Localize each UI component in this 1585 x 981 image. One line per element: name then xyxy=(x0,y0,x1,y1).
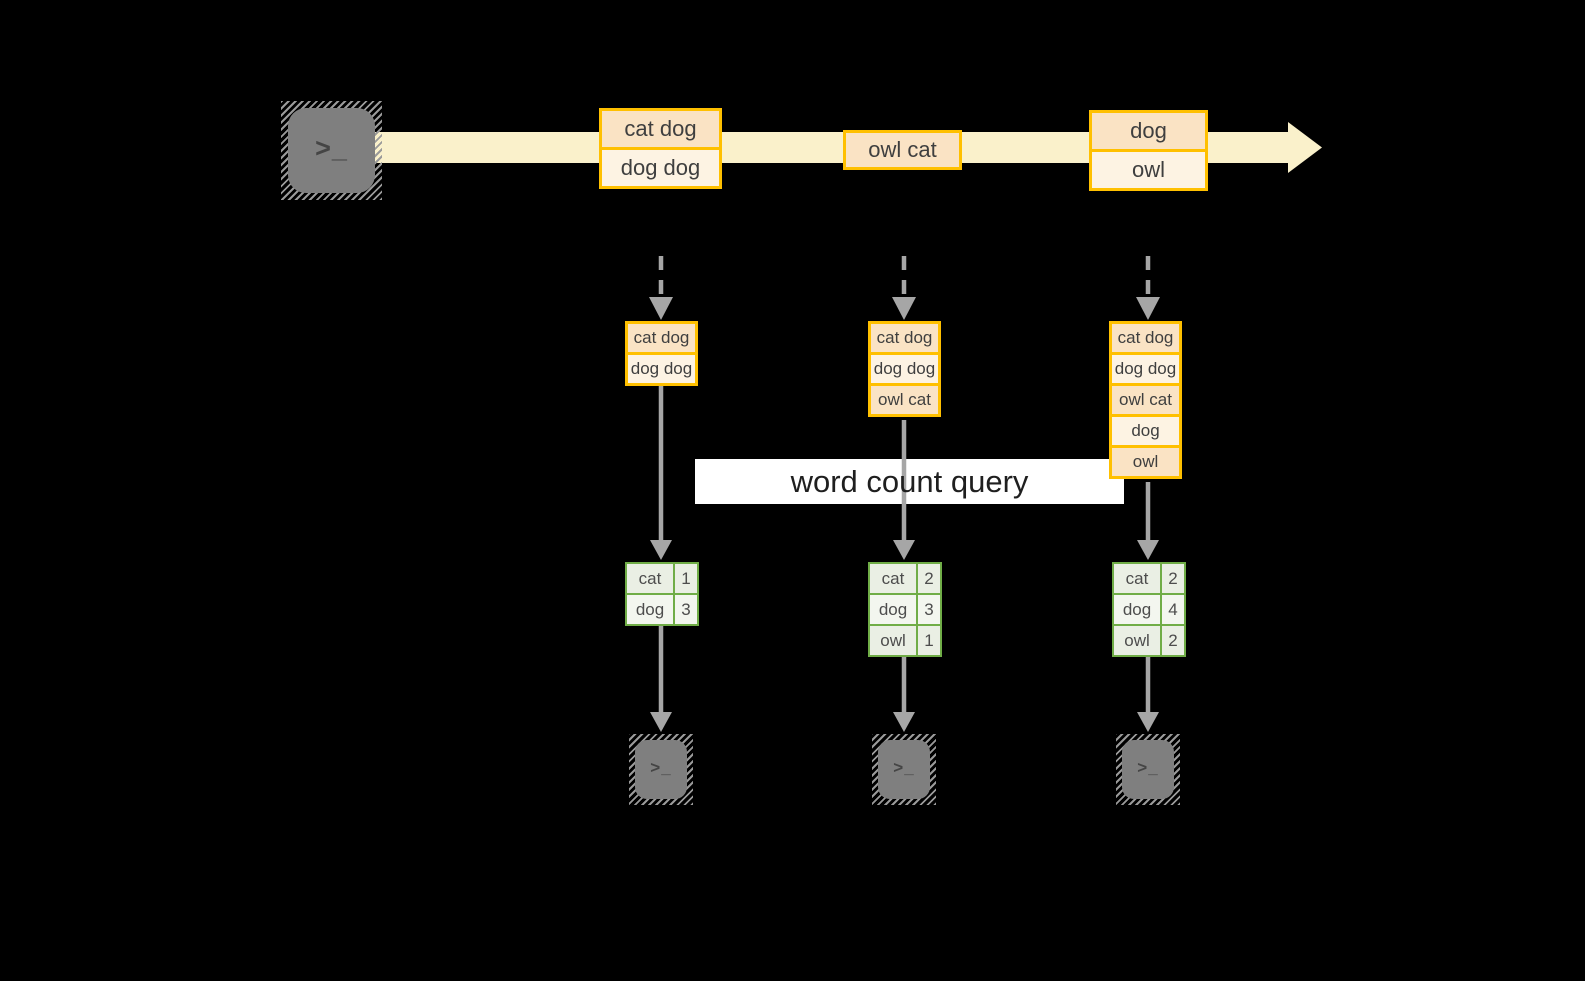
state-row: owl cat xyxy=(871,386,938,414)
prompt-glyph: >_ xyxy=(650,757,672,777)
sink-terminal-icon-2: >_ xyxy=(872,734,936,805)
state-arrowhead-2-icon xyxy=(893,540,915,560)
count-cell: 1 xyxy=(918,626,940,655)
word-cell: dog xyxy=(1114,595,1160,624)
word-cell: dog xyxy=(627,595,673,624)
count-cell: 4 xyxy=(1162,595,1184,624)
count-cell: 1 xyxy=(675,564,697,593)
state-row: owl cat xyxy=(1112,386,1179,414)
count-cell: 3 xyxy=(675,595,697,624)
word-cell: owl xyxy=(870,626,916,655)
source-terminal-icon: >_ xyxy=(281,101,382,200)
dashed-arrowhead-2-icon xyxy=(892,297,916,320)
state-row: dog dog xyxy=(871,355,938,383)
stream-event-line: cat dog xyxy=(602,111,719,147)
sink-arrowhead-1-icon xyxy=(650,712,672,732)
terminal-screen: >_ xyxy=(1122,740,1174,799)
stream-arrowhead-icon xyxy=(1288,122,1322,173)
stream-event-line: dog dog xyxy=(602,150,719,186)
state-arrowhead-3-icon xyxy=(1137,540,1159,560)
state-stack-1: cat dog dog dog xyxy=(625,321,698,386)
state-row: owl xyxy=(1112,448,1179,476)
count-cell: 2 xyxy=(918,564,940,593)
sink-terminal-icon-3: >_ xyxy=(1116,734,1180,805)
count-cell: 2 xyxy=(1162,626,1184,655)
sink-terminal-icon-1: >_ xyxy=(629,734,693,805)
sink-arrowhead-3-icon xyxy=(1137,712,1159,732)
dashed-arrowhead-3-icon xyxy=(1136,297,1160,320)
count-cell: 2 xyxy=(1162,564,1184,593)
state-row: cat dog xyxy=(628,324,695,352)
count-table-1: cat 1 dog 3 xyxy=(625,562,699,626)
stream-event-line: owl cat xyxy=(846,133,959,167)
word-cell: cat xyxy=(1114,564,1160,593)
query-label: word count query xyxy=(790,464,1029,499)
state-row: cat dog xyxy=(1112,324,1179,352)
terminal-screen: >_ xyxy=(878,740,930,799)
dashed-arrowhead-1-icon xyxy=(649,297,673,320)
word-cell: dog xyxy=(870,595,916,624)
state-arrowhead-1-icon xyxy=(650,540,672,560)
state-stack-3: cat dog dog dog owl cat dog owl xyxy=(1109,321,1182,479)
stream-event-line: owl xyxy=(1092,152,1205,188)
prompt-glyph: >_ xyxy=(893,757,915,777)
word-cell: cat xyxy=(627,564,673,593)
query-band xyxy=(695,459,1124,504)
count-table-3: cat 2 dog 4 owl 2 xyxy=(1112,562,1186,657)
state-row: dog xyxy=(1112,417,1179,445)
word-cell: cat xyxy=(870,564,916,593)
stream-event-2: owl cat xyxy=(843,130,962,170)
state-row: dog dog xyxy=(628,355,695,383)
prompt-glyph: >_ xyxy=(1137,757,1159,777)
prompt-glyph: >_ xyxy=(315,133,348,163)
terminal-screen: >_ xyxy=(288,108,375,193)
sink-arrowhead-2-icon xyxy=(893,712,915,732)
stream-event-1: cat dog dog dog xyxy=(599,108,722,189)
count-cell: 3 xyxy=(918,595,940,624)
state-row: dog dog xyxy=(1112,355,1179,383)
state-row: cat dog xyxy=(871,324,938,352)
stream-event-3: dog owl xyxy=(1089,110,1208,191)
count-table-2: cat 2 dog 3 owl 1 xyxy=(868,562,942,657)
terminal-screen: >_ xyxy=(635,740,687,799)
state-stack-2: cat dog dog dog owl cat xyxy=(868,321,941,417)
stream-event-line: dog xyxy=(1092,113,1205,149)
word-cell: owl xyxy=(1114,626,1160,655)
